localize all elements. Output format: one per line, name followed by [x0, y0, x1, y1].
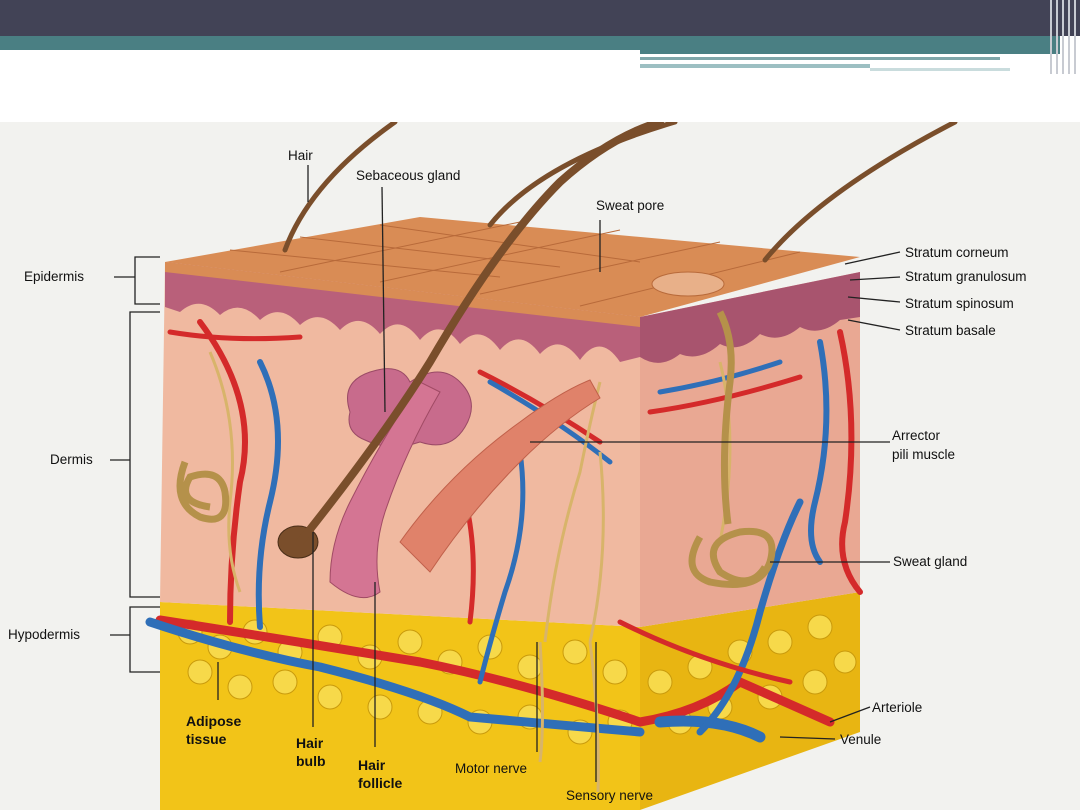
hairs	[282, 122, 958, 546]
stratum-corneum-edge	[165, 262, 640, 327]
accent-line	[640, 57, 1000, 60]
bracket-lines	[110, 256, 160, 673]
blood-vessels	[145, 319, 863, 743]
label-motor-nerve: Motor nerve	[455, 761, 527, 776]
epidermis-side	[640, 272, 860, 363]
label-sensory-nerve: Sensory nerve	[566, 788, 653, 803]
title-bar	[0, 0, 1080, 36]
accent-line	[640, 64, 870, 68]
label-sweat-gland: Sweat gland	[893, 554, 967, 569]
label-epidermis: Epidermis	[24, 269, 84, 284]
arrector-pili-muscle	[399, 379, 601, 573]
label-hair-bulb-line1: Hair	[296, 735, 324, 751]
label-sebaceous-gland: Sebaceous gland	[356, 168, 460, 183]
label-stratum-granulosum: Stratum granulosum	[905, 269, 1027, 284]
leader-lines	[217, 165, 901, 782]
accent-bar-left	[0, 36, 640, 50]
sweat-glands	[176, 310, 776, 588]
label-sweat-pore: Sweat pore	[596, 198, 664, 213]
skin-diagram: Hair Sebaceous gland Sweat pore Epidermi…	[0, 122, 1080, 810]
label-hair-follicle-line2: follicle	[358, 775, 403, 791]
fat-layer-side	[640, 592, 860, 810]
label-dermis: Dermis	[50, 452, 93, 467]
label-arteriole: Arteriole	[872, 700, 922, 715]
dermis-side	[640, 272, 860, 627]
label-adipose-line1: Adipose	[186, 713, 241, 729]
label-hair-follicle-line1: Hair	[358, 757, 386, 773]
label-hair-bulb-line2: bulb	[296, 753, 326, 769]
corner-stripes	[1046, 0, 1080, 74]
label-arrector-line2: pili muscle	[892, 447, 955, 462]
label-arrector-line1: Arrector	[892, 428, 941, 443]
label-stratum-spinosum: Stratum spinosum	[905, 296, 1014, 311]
label-venule: Venule	[840, 732, 881, 747]
epidermis-front	[165, 262, 640, 362]
label-hair: Hair	[288, 148, 313, 163]
label-hypodermis: Hypodermis	[8, 627, 80, 642]
hair-follicle	[329, 381, 441, 599]
accent-line	[870, 68, 1010, 71]
sweat-pore-dome	[651, 271, 725, 297]
label-adipose-line2: tissue	[186, 731, 227, 747]
label-stratum-corneum: Stratum corneum	[905, 245, 1009, 260]
label-stratum-basale: Stratum basale	[905, 323, 996, 338]
accent-bar-right	[640, 36, 1060, 54]
